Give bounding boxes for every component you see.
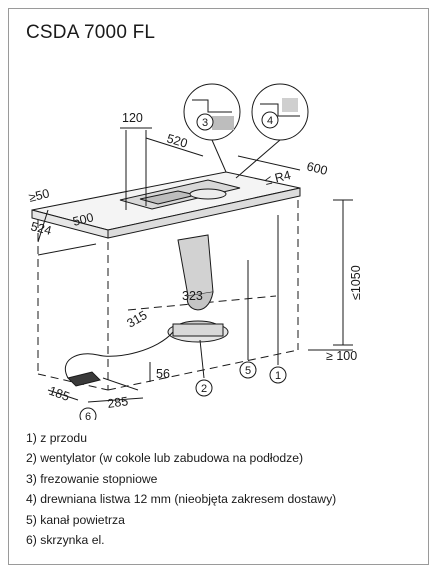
legend-item: 4) drewniana listwa 12 mm (nieobjęta zak… bbox=[26, 492, 337, 507]
legend-item: 1) z przodu bbox=[26, 431, 87, 445]
svg-text:3: 3 bbox=[202, 117, 208, 129]
svg-text:2: 2 bbox=[201, 383, 207, 395]
installation-diagram: 120 520 600 ≤ R4 ≥50 500 524 ≤1050 323 3… bbox=[27, 83, 363, 420]
air-duct bbox=[177, 234, 214, 311]
page-title: CSDA 7000 FL bbox=[26, 22, 156, 43]
legend-item: 6) skrzynka el. bbox=[26, 533, 105, 548]
svg-text:6: 6 bbox=[85, 411, 91, 420]
dim-185: 185 bbox=[47, 384, 71, 404]
callout-2: 2 bbox=[195, 379, 213, 397]
dim-500: 500 bbox=[71, 210, 95, 229]
dim-323: 323 bbox=[182, 289, 203, 303]
dim-50: ≥50 bbox=[27, 186, 51, 205]
svg-text:5: 5 bbox=[245, 365, 251, 377]
legend-item: 5) kanał powietrza bbox=[26, 512, 125, 527]
dim-600: 600 bbox=[305, 159, 329, 178]
dim-1050: ≤1050 bbox=[349, 265, 363, 300]
dim-56: 56 bbox=[156, 367, 170, 381]
svg-text:4: 4 bbox=[267, 115, 273, 127]
callout-6: 6 bbox=[79, 407, 97, 420]
legend-list: 1) z przodu 2) wentylator (w cokole lub … bbox=[26, 428, 336, 550]
legend-item: 3) frezowanie stopniowe bbox=[26, 471, 158, 486]
dimension-lines bbox=[37, 127, 353, 403]
dim-120: 120 bbox=[122, 111, 143, 125]
dim-r4: ≤ R4 bbox=[263, 168, 292, 188]
callout-1: 1 bbox=[269, 366, 287, 384]
dim-524: 524 bbox=[29, 219, 53, 238]
electrical-box bbox=[65, 331, 174, 387]
dim-315: 315 bbox=[125, 308, 150, 331]
detail-circles bbox=[183, 83, 309, 179]
svg-text:1: 1 bbox=[275, 370, 281, 382]
cooktop-cutout bbox=[119, 179, 241, 210]
dim-285: 285 bbox=[106, 394, 129, 411]
legend-item: 2) wentylator (w cokole lub zabudowa na … bbox=[26, 451, 304, 466]
dim-100: ≥ 100 bbox=[326, 349, 357, 363]
callout-3: 3 bbox=[196, 113, 214, 131]
callout-5: 5 bbox=[239, 361, 257, 379]
figure-frame bbox=[8, 8, 429, 565]
dim-520: 520 bbox=[165, 131, 189, 150]
fan-unit bbox=[167, 320, 229, 343]
callout-4: 4 bbox=[261, 111, 279, 129]
